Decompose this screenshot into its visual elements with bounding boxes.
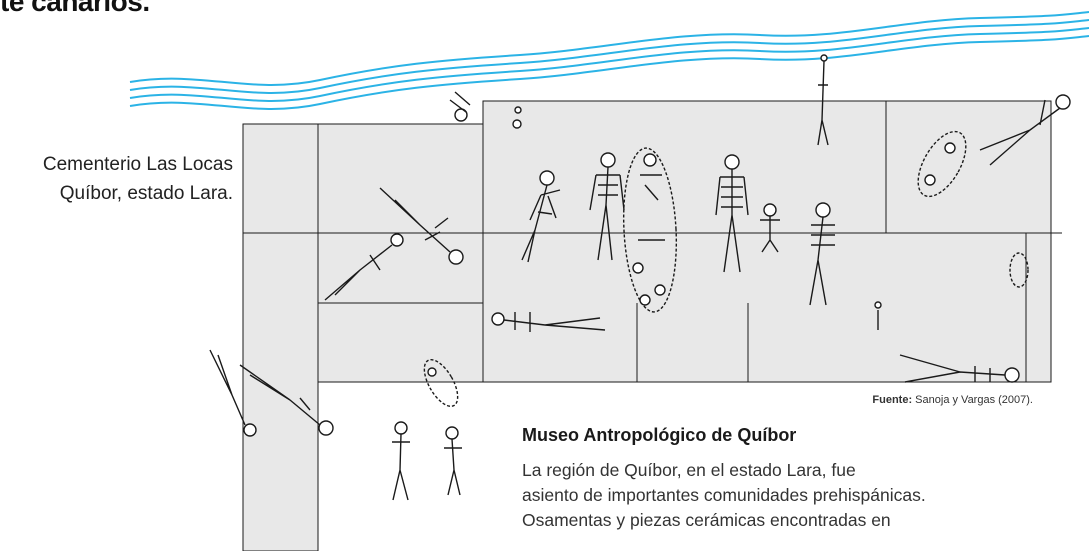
burial-outline xyxy=(423,358,459,408)
excavation-grid xyxy=(242,100,1062,551)
skeleton-figure xyxy=(239,364,334,436)
headline: te canarios. xyxy=(0,0,150,17)
burial-outline xyxy=(917,130,967,198)
museum-description: La región de Quíbor, en el estado Lara, … xyxy=(522,460,926,530)
skeleton-figure xyxy=(324,233,404,301)
skeleton-figure xyxy=(512,106,522,129)
skeleton-figure xyxy=(899,354,1020,383)
cemetery-location-label: Cementerio Las Locas Quíbor, estado Lara… xyxy=(43,150,233,208)
burial-outline xyxy=(1009,252,1029,288)
skeleton-figure xyxy=(521,170,561,263)
skeleton-figure xyxy=(379,187,464,265)
skeleton-figure xyxy=(979,94,1071,166)
burial-outline xyxy=(622,147,678,313)
museum-info-block: Museo Antropológico de Quíbor La región … xyxy=(522,425,1082,533)
source-label: Fuente: xyxy=(872,394,913,406)
cemetery-place: Quíbor, estado Lara. xyxy=(59,183,233,204)
skeleton-figure xyxy=(589,152,625,261)
skeleton-figure xyxy=(491,312,606,332)
source-credit: Fuente: Sanoja y Vargas (2007). xyxy=(872,394,1033,406)
skeleton-figure xyxy=(209,349,257,437)
skeleton-figure xyxy=(449,91,471,122)
skeleton-figure xyxy=(760,203,780,253)
skeleton-figure xyxy=(874,301,882,330)
skeleton-figure xyxy=(817,54,829,146)
skeleton-figure xyxy=(715,154,749,273)
skeleton-figure xyxy=(809,202,835,306)
skeleton-figure xyxy=(392,421,410,501)
source-text: Sanoja y Vargas (2007). xyxy=(912,394,1033,406)
museum-title: Museo Antropológico de Quíbor xyxy=(522,425,797,445)
skeleton-figure xyxy=(444,426,462,496)
water-waves-icon xyxy=(129,11,1089,110)
cemetery-name: Cementerio Las Locas xyxy=(42,154,233,175)
